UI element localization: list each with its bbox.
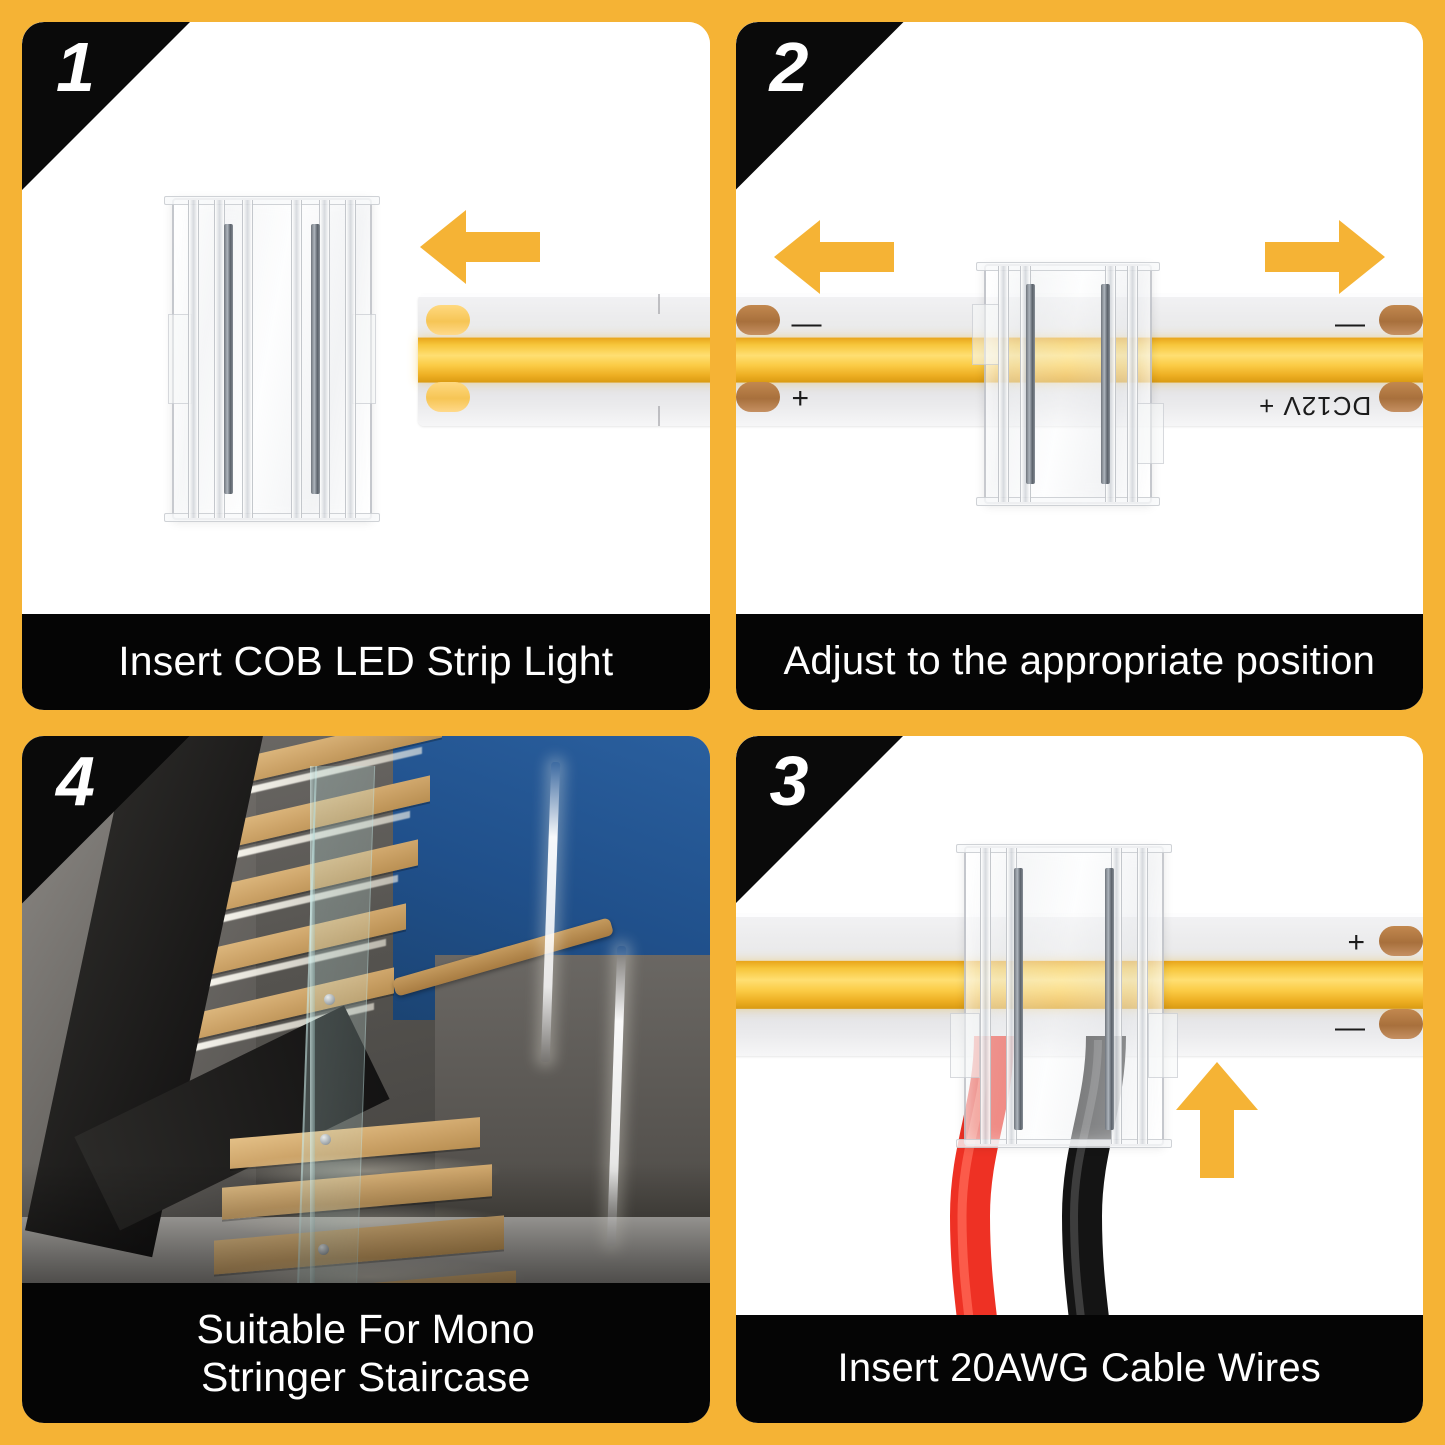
arrow-right-icon: [1265, 218, 1385, 296]
cob-phosphor-channel: [418, 337, 710, 383]
solder-pad-bottom: [426, 382, 470, 412]
panel-4-photo: 4: [22, 735, 710, 1283]
connector-rib-4: [1136, 847, 1148, 1144]
connector-bottom-cap: [164, 513, 380, 522]
panel-step-4: 4 Suitable For Mono Stringer Staircase: [22, 735, 710, 1423]
solder-pad-left-top: [735, 305, 780, 335]
connector-rib-5: [319, 200, 330, 518]
badge-number: 1: [56, 28, 95, 106]
panel-4-caption: Suitable For Mono Stringer Staircase: [22, 1283, 710, 1423]
connector-top-cap: [164, 196, 380, 205]
strip-seam-top: [658, 294, 660, 314]
connector-wing-left: [949, 1013, 980, 1079]
badge-number: 3: [769, 741, 809, 820]
connector-rib-4: [1126, 266, 1138, 502]
connector-wing-left: [971, 303, 1000, 366]
step-badge-2: 2: [735, 22, 904, 190]
polarity-minus-left: —: [791, 307, 822, 340]
connector-pin-left: [1013, 867, 1023, 1130]
connector-pin-right: [1104, 867, 1114, 1130]
badge-triangle: [735, 735, 904, 904]
caption-text: Insert COB LED Strip Light: [118, 638, 614, 685]
arrow-up-icon: [1174, 1061, 1260, 1178]
solder-pad-right-bottom: [1379, 1008, 1423, 1039]
dc-voltage-label: DC12V +: [1257, 391, 1371, 421]
connector-rib-1: [188, 200, 199, 518]
solder-pad-right-top: [1379, 925, 1423, 956]
polarity-minus-right: —: [1335, 307, 1365, 340]
panel-2-illustration: 2 — + — DC12V +: [735, 22, 1423, 614]
caption-text: Insert 20AWG Cable Wires: [837, 1346, 1321, 1391]
connector-rib-4: [291, 200, 302, 518]
solder-pad-right-bottom: [1379, 382, 1423, 412]
connector-rib-3: [242, 200, 253, 518]
step-badge-3: 3: [735, 735, 904, 904]
connector-body: [949, 843, 1178, 1148]
connector-rib-6: [345, 200, 356, 518]
glass-standoff-2: [320, 1133, 331, 1145]
polarity-minus-right: —: [1335, 1010, 1365, 1044]
connector-top-cap: [975, 262, 1160, 271]
connector-wing-right: [1135, 402, 1164, 465]
arrow-left-icon: [420, 208, 540, 286]
glass-standoff-1: [324, 993, 335, 1005]
connector-pin-right: [311, 224, 320, 494]
connector-top-cap: [955, 843, 1172, 853]
connector-body: [164, 196, 380, 522]
connector-body: [971, 262, 1164, 506]
solder-pad-top: [426, 305, 470, 335]
badge-number: 2: [769, 28, 809, 106]
panel-3-caption: Insert 20AWG Cable Wires: [735, 1315, 1423, 1423]
panel-2-caption: Adjust to the appropriate position: [735, 613, 1423, 710]
step-badge-1: 1: [22, 22, 190, 190]
badge-triangle: [735, 22, 904, 190]
connector-pin-left: [224, 224, 233, 494]
panel-1-caption: Insert COB LED Strip Light: [22, 613, 710, 710]
panel-1-illustration: 1: [22, 22, 710, 614]
glass-standoff-3: [318, 1243, 329, 1255]
strip-seam-bottom: [658, 406, 660, 426]
connector-bottom-cap: [975, 497, 1160, 506]
glass-edge: [310, 765, 315, 1283]
panel-step-3: 3 + —: [735, 735, 1423, 1423]
panel-3-illustration: 3 + —: [735, 735, 1423, 1315]
caption-text: Adjust to the appropriate position: [783, 638, 1376, 683]
solder-pad-right-top: [1379, 305, 1423, 335]
connector-rib-1: [997, 266, 1009, 502]
connector-pin-left: [1025, 284, 1035, 484]
connector-bottom-cap: [955, 1138, 1172, 1148]
staircase-photo: [22, 735, 710, 1283]
caption-text: Suitable For Mono Stringer Staircase: [196, 1305, 535, 1400]
polarity-plus-right: +: [1347, 925, 1365, 959]
connector-pin-right: [1100, 284, 1110, 484]
solder-pad-left-bottom: [735, 382, 780, 412]
photo-vignette: [22, 1163, 710, 1283]
panel-step-1: 1: [22, 22, 710, 710]
arrow-left-icon: [773, 218, 894, 296]
polarity-plus-left: +: [791, 382, 810, 415]
panel-step-2: 2 — + — DC12V +: [735, 22, 1423, 710]
connector-rib-1: [979, 847, 991, 1144]
connector-wing-right: [1147, 1013, 1178, 1079]
badge-triangle: [22, 22, 190, 190]
